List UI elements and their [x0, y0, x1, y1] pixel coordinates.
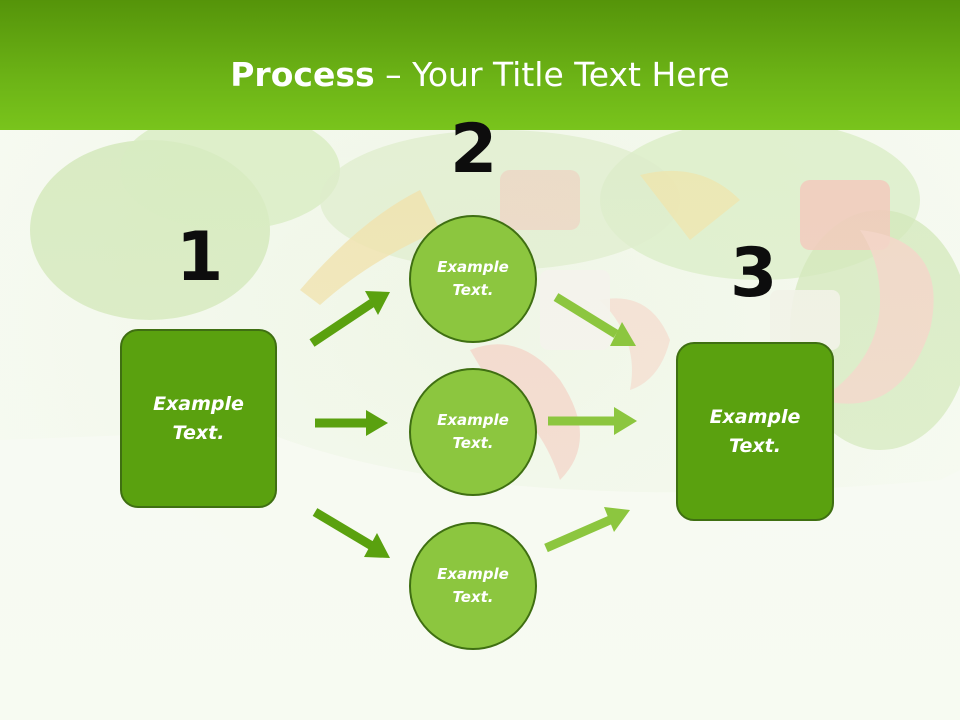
circle-bottom-line1: Example	[437, 565, 509, 583]
circle-top[interactable]: Example Text.	[409, 215, 537, 343]
step-3-line2: Text.	[729, 434, 781, 457]
circle-middle-line1: Example	[437, 411, 509, 429]
step-number-2: 2	[450, 110, 498, 189]
circle-middle-line2: Text.	[452, 434, 494, 452]
step-1-line1: Example	[153, 392, 244, 415]
circle-bottom-line2: Text.	[452, 588, 494, 606]
step-1-line2: Text.	[172, 421, 225, 444]
circle-middle[interactable]: Example Text.	[409, 368, 537, 496]
circle-top-line2: Text.	[452, 281, 494, 299]
step-3-line1: Example	[709, 405, 801, 428]
title-bold: Process	[230, 55, 375, 94]
step-number-3: 3	[730, 234, 778, 313]
circle-bottom[interactable]: Example Text.	[409, 522, 537, 650]
slide-title[interactable]: Process – Your Title Text Here	[0, 52, 960, 98]
circle-top-line1: Example	[437, 258, 509, 276]
arrow-1-to-circle-top	[309, 291, 390, 347]
arrow-1-to-circle-bottom	[312, 508, 390, 558]
title-rest: – Your Title Text Here	[374, 55, 730, 94]
arrow-circle-top-to-3	[553, 293, 636, 346]
step-1-box[interactable]: Example Text.	[120, 329, 277, 508]
arrow-1-to-circle-mid	[315, 410, 388, 436]
step-number-1: 1	[176, 218, 224, 297]
arrow-circle-bottom-to-3	[544, 507, 630, 553]
title-bar	[0, 0, 960, 130]
step-3-box[interactable]: Example Text.	[676, 342, 834, 521]
arrow-circle-mid-to-3	[548, 407, 637, 435]
